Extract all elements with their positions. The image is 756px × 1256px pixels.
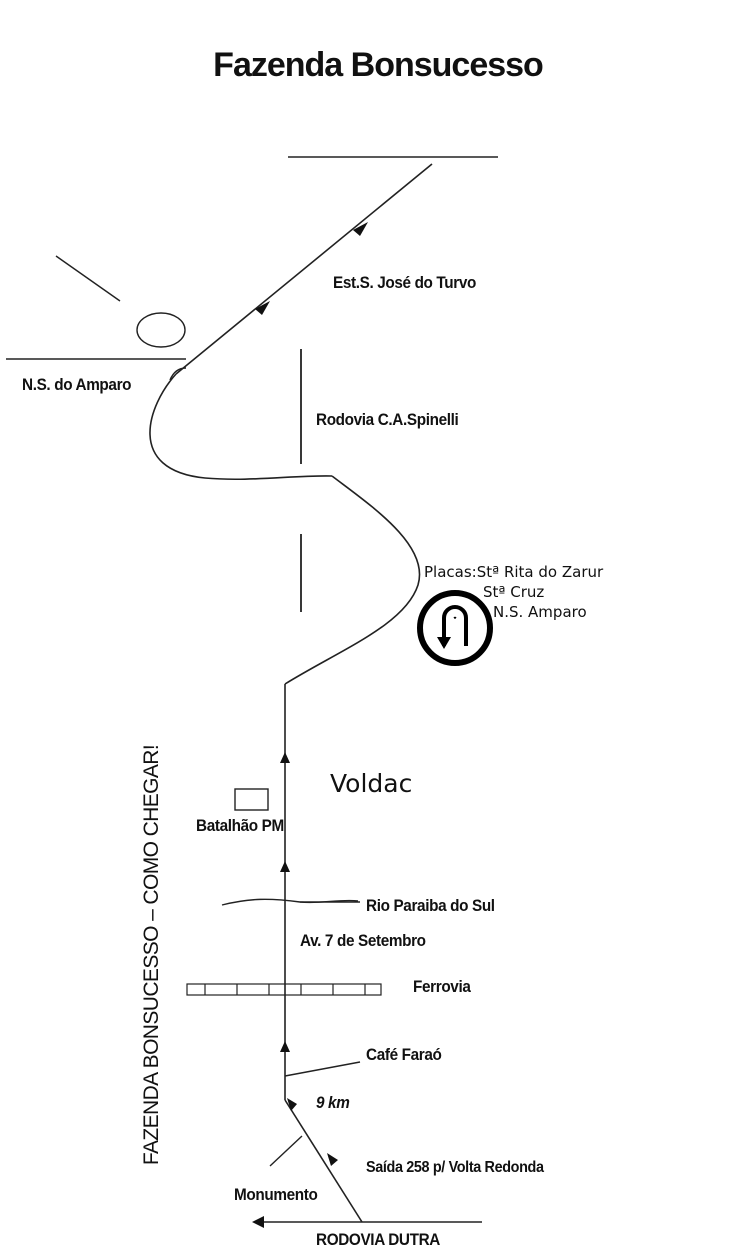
arrow-head-icon bbox=[287, 1098, 297, 1111]
label-est-s-jose: Est.S. José do Turvo bbox=[333, 273, 477, 292]
placas-line: Stª Cruz bbox=[483, 583, 545, 601]
side-caption: FAZENDA BONSUCESSO – COMO CHEGAR! bbox=[140, 744, 163, 1166]
u-turn-icon bbox=[417, 590, 493, 666]
label-batalhao: Batalhão PM bbox=[196, 816, 284, 835]
arrow-head-icon bbox=[327, 1153, 338, 1166]
arrow-head-icon bbox=[252, 1216, 264, 1228]
label-rodovia-dutra: RODOVIA DUTRA bbox=[316, 1230, 440, 1249]
label-voldac: Voldac bbox=[330, 769, 413, 798]
route-segment bbox=[149, 373, 333, 481]
label-monumento: Monumento bbox=[234, 1185, 318, 1204]
arrow-head-icon bbox=[280, 1041, 290, 1052]
placas-line: Placas:Stª Rita do Zarur bbox=[424, 563, 604, 581]
road-line bbox=[169, 367, 187, 381]
route-segment bbox=[175, 163, 433, 375]
placas-line: N.S. Amparo bbox=[493, 603, 587, 621]
placas-sign-text: Placas:Stª Rita do Zarur Stª Cruz N.S. A… bbox=[424, 562, 636, 622]
label-av-7-setembro: Av. 7 de Setembro bbox=[300, 931, 426, 950]
label-cafe-farao: Café Faraó bbox=[366, 1045, 442, 1064]
arrow-head-icon bbox=[255, 301, 270, 315]
road-line bbox=[284, 1061, 361, 1077]
label-rio-paraiba: Rio Paraiba do Sul bbox=[366, 896, 495, 915]
label-rodovia-spinelli: Rodovia C.A.Spinelli bbox=[316, 410, 459, 429]
map-title: Fazenda Bonsucesso bbox=[213, 46, 544, 84]
river-line bbox=[221, 898, 359, 906]
road-line bbox=[55, 255, 121, 302]
route-segment bbox=[284, 475, 421, 685]
label-ferrovia: Ferrovia bbox=[413, 977, 471, 996]
label-ns-amparo: N.S. do Amparo bbox=[22, 375, 132, 394]
route-segment bbox=[284, 1099, 363, 1223]
label-saida: Saída 258 p/ Volta Redonda bbox=[366, 1159, 544, 1176]
arrow-head-icon bbox=[280, 752, 290, 763]
roundabout bbox=[136, 312, 186, 348]
batalhao-building bbox=[234, 788, 269, 811]
railway bbox=[186, 983, 382, 996]
label-distance: 9 km bbox=[316, 1093, 350, 1112]
arrow-head-icon bbox=[353, 222, 368, 236]
monument-line bbox=[269, 1135, 303, 1167]
arrow-head-icon bbox=[280, 861, 290, 872]
